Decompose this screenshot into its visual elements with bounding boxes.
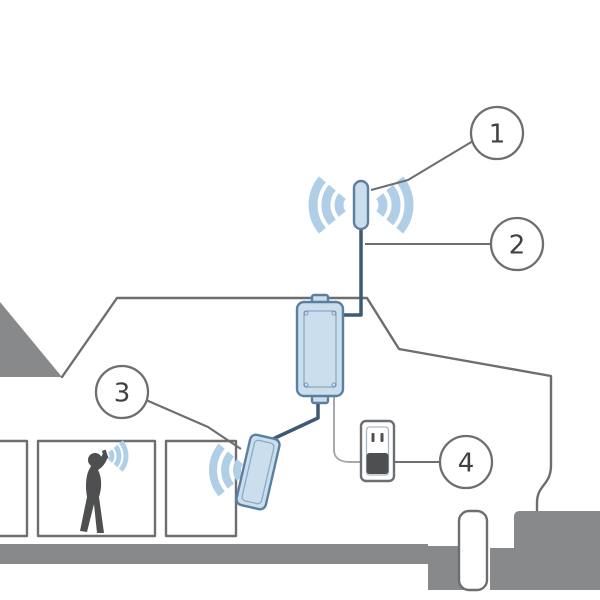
booster-body	[295, 300, 345, 398]
callout-2-label: 2	[509, 231, 526, 261]
power-outlet	[359, 419, 396, 483]
outdoor-signal-waves-right	[375, 176, 414, 234]
callout-4-circle	[438, 434, 494, 490]
outlet-slot-left	[371, 433, 375, 442]
outdoor-signal-waves-left	[308, 176, 347, 234]
indoor-signal-waves	[209, 443, 244, 497]
outlet-slot-right	[380, 433, 384, 442]
person-silhouette	[80, 449, 109, 533]
callout-3: 3	[94, 364, 242, 450]
phone-icon	[101, 449, 109, 460]
callout-2: 2	[365, 216, 545, 272]
leader-line-1	[370, 140, 474, 192]
callout-4: 4	[395, 434, 494, 490]
person-body	[80, 453, 108, 533]
booster-unit	[295, 293, 345, 405]
left-roof-silhouette	[0, 302, 62, 377]
callout-1-circle	[469, 105, 525, 161]
antenna-cable	[342, 227, 363, 317]
room-right	[164, 439, 238, 538]
plug-icon	[366, 453, 389, 474]
room-left	[0, 439, 29, 538]
ground-right-mass	[490, 511, 600, 590]
phone-signal-waves	[107, 440, 129, 472]
power-cord	[333, 395, 369, 463]
ground-strip	[0, 544, 428, 564]
callout-3-circle	[94, 364, 150, 420]
indoor-antenna	[235, 433, 281, 511]
outdoor-antenna	[352, 179, 370, 231]
callout-1-label: 1	[489, 120, 506, 150]
leader-line-3	[145, 399, 242, 450]
callout-1: 1	[370, 105, 525, 192]
callout-4-label: 4	[458, 449, 475, 479]
room-middle	[36, 439, 157, 538]
callout-3-label: 3	[114, 379, 131, 409]
house-outline	[60, 296, 553, 516]
interior-rooms	[0, 439, 238, 538]
callout-2-circle	[489, 216, 545, 272]
step-post	[457, 509, 489, 592]
